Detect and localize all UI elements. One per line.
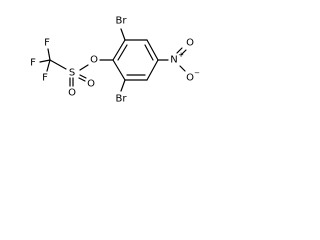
bond-o-s: [79, 64, 89, 71]
bond-c-f-left: [39, 59, 51, 63]
atom-f-left: F: [30, 58, 36, 69]
atom-o-nitro-top: O: [186, 38, 194, 49]
ring-bond-c3-c4-inner: [144, 44, 154, 61]
bond-s-o-right: [79, 74, 87, 79]
ring-bond-c1-c2: [112, 39, 126, 61]
ring-bond-c1-c2-inner: [117, 44, 128, 61]
bond-c-f-top: [47, 48, 51, 61]
bond-s-cf3: [49, 59, 67, 70]
atom-o-nitro-bottom: O: [186, 73, 194, 84]
bond-c2-br: [120, 28, 126, 41]
bond-n-o-bottom: [179, 65, 186, 72]
atom-f-top: F: [44, 38, 50, 49]
atom-n-nitro: N: [170, 55, 177, 66]
bond-s-o-right-double: [78, 77, 86, 82]
atom-br-top: Br: [116, 16, 128, 27]
ring-bond-c4-c5: [146, 59, 159, 81]
atom-s: S: [69, 68, 75, 79]
benzene-ring: [112, 39, 159, 81]
atom-o-ether: O: [90, 55, 98, 66]
charge-o-minus: −: [194, 69, 200, 77]
atom-o-s-right: O: [87, 79, 95, 90]
charge-n-plus: +: [178, 51, 184, 59]
ring-bond-c3-c4: [146, 39, 159, 61]
bond-n-o-top: [180, 49, 187, 56]
bond-c6-br: [120, 79, 126, 92]
atom-br-bottom: Br: [116, 94, 128, 105]
bond-n-o-top-double: [176, 47, 183, 54]
ring-bond-c6-c1: [112, 59, 126, 81]
atom-o-s-bottom: O: [68, 88, 76, 99]
bond-c-f-bottom: [46, 59, 51, 72]
chemical-structure-diagram: Br Br O S O O F F F N + O O −: [30, 16, 200, 105]
atom-f-bottom: F: [42, 73, 48, 84]
